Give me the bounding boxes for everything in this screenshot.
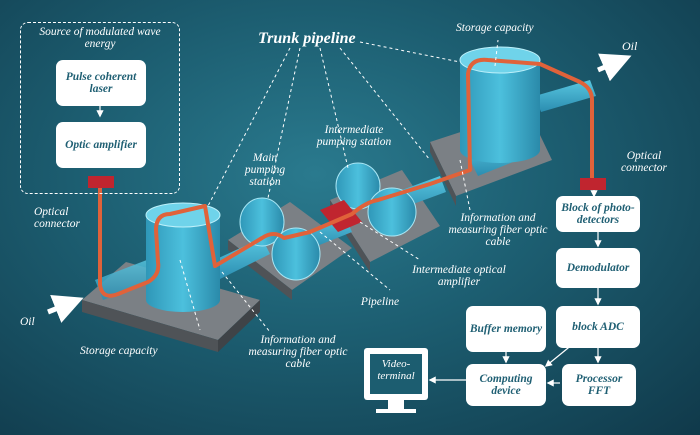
optic-amplifier-block: Optic amplifier xyxy=(56,122,146,168)
main-pumping-label: Main pumping station xyxy=(234,152,296,188)
oil-in-arrow xyxy=(48,300,78,312)
info-cable-bottom-label: Information and measuring fiber optic ca… xyxy=(248,334,348,370)
photodetectors-block: Block of photo-detectors xyxy=(556,196,640,232)
info-cable-right-label: Information and measuring fiber optic ca… xyxy=(448,212,548,248)
optical-connector-right xyxy=(580,178,606,190)
pipeline-label: Pipeline xyxy=(350,296,410,308)
oil-in-label: Oil xyxy=(20,316,60,328)
oil-out-label: Oil xyxy=(622,40,662,52)
adc-block: block ADC xyxy=(556,306,640,348)
storage-capacity-bottom-label: Storage capacity xyxy=(80,345,200,357)
intermediate-amplifier-label: Intermediate optical amplifier xyxy=(404,264,514,288)
storage-capacity-top-label: Storage capacity xyxy=(456,22,576,34)
pulse-laser-block: Pulse coherent laser xyxy=(56,60,146,106)
diagram-title: Trunk pipeline xyxy=(258,30,356,48)
buffer-memory-block: Buffer memory xyxy=(466,306,546,352)
optical-connector-left-label: Optical connector xyxy=(34,206,98,230)
intermediate-pumping-label: Intermediate pumping station xyxy=(314,124,394,148)
computing-device-block: Computing device xyxy=(466,364,546,406)
oil-out-arrow xyxy=(598,58,626,70)
video-terminal-label: Video-terminal xyxy=(372,358,420,382)
fft-block: Processor FFT xyxy=(562,364,636,406)
demodulator-block: Demodulator xyxy=(556,248,640,288)
optical-connector-right-label: Optical connector xyxy=(612,150,676,174)
source-frame-label: Source of modulated wave energy xyxy=(24,26,176,50)
